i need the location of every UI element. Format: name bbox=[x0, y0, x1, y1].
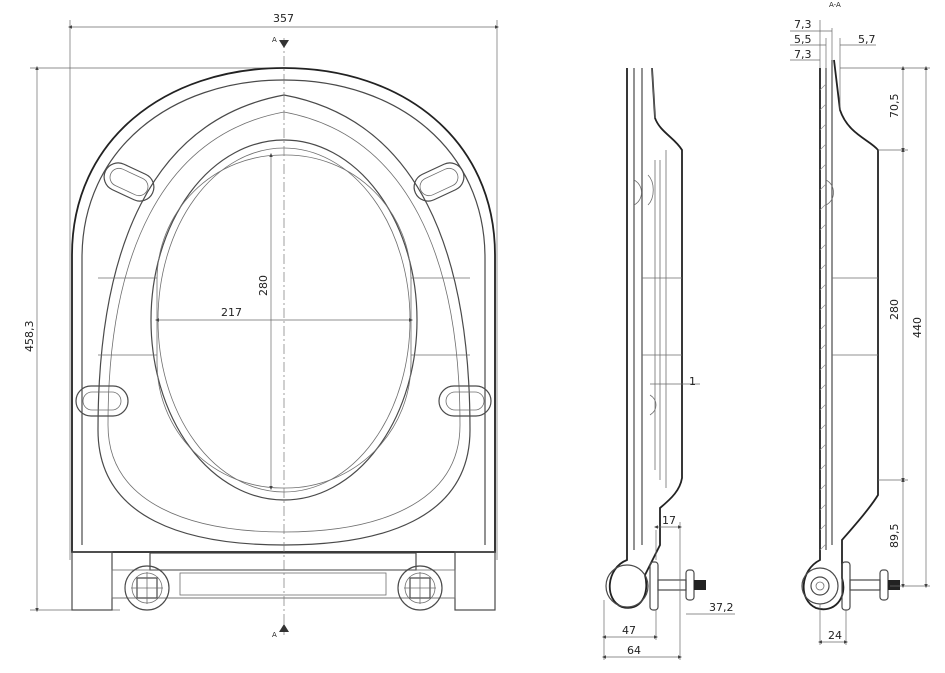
dim-7-3-top-label: 7,3 bbox=[794, 18, 812, 31]
hinge-fixing-left bbox=[124, 565, 170, 611]
section-hinge-barrel bbox=[801, 567, 839, 605]
seat-ring bbox=[97, 94, 471, 546]
dim-47-label: 47 bbox=[622, 624, 636, 637]
section-arrow-bottom bbox=[279, 624, 289, 632]
dim-24-label: 24 bbox=[828, 629, 842, 642]
bumper-slot-top-right bbox=[413, 162, 465, 202]
dim-89-5-label: 89,5 bbox=[888, 524, 901, 549]
dim-280-label: 280 bbox=[888, 299, 901, 320]
section-fixing-bolt bbox=[888, 580, 900, 590]
dim-5-5-label: 5,5 bbox=[794, 33, 812, 46]
hinge-barrel bbox=[605, 564, 649, 608]
opening-width-label: 217 bbox=[221, 306, 242, 319]
section-mark-bottom: A bbox=[272, 631, 277, 639]
seat-outline bbox=[71, 67, 496, 553]
gap-label: 1 bbox=[689, 375, 696, 388]
hinge-fixing-right bbox=[397, 565, 443, 611]
section-profile bbox=[802, 59, 879, 611]
bumper-slot-right bbox=[438, 385, 492, 417]
hinge-assembly bbox=[71, 551, 496, 611]
section-title: A-A bbox=[829, 1, 841, 9]
dim-70-5-label: 70,5 bbox=[888, 94, 901, 119]
dim-37-2-label: 37,2 bbox=[709, 601, 734, 614]
section-view bbox=[790, 20, 930, 645]
dim-440-label: 440 bbox=[911, 317, 924, 338]
bumper-slot-left bbox=[75, 385, 129, 417]
section-arrow-top bbox=[279, 40, 289, 48]
bumper-slot-top-left bbox=[103, 162, 155, 202]
dim-5-7-label: 5,7 bbox=[858, 33, 876, 46]
hinge-plate bbox=[649, 561, 659, 611]
height-label: 458,3 bbox=[23, 321, 36, 353]
dim-7-3-low-label: 7,3 bbox=[794, 48, 812, 61]
dim-17-label: 17 bbox=[662, 514, 676, 527]
section-mark-top: A bbox=[272, 36, 277, 44]
section-hatch bbox=[819, 83, 827, 551]
seat-opening bbox=[150, 139, 418, 501]
front-view bbox=[30, 20, 500, 635]
side-view bbox=[601, 67, 735, 660]
width-label: 357 bbox=[273, 12, 294, 25]
side-profile-outer bbox=[608, 67, 683, 609]
opening-height-label: 280 bbox=[257, 275, 270, 296]
dim-64-label: 64 bbox=[627, 644, 641, 657]
fixing-bolt bbox=[694, 580, 706, 590]
